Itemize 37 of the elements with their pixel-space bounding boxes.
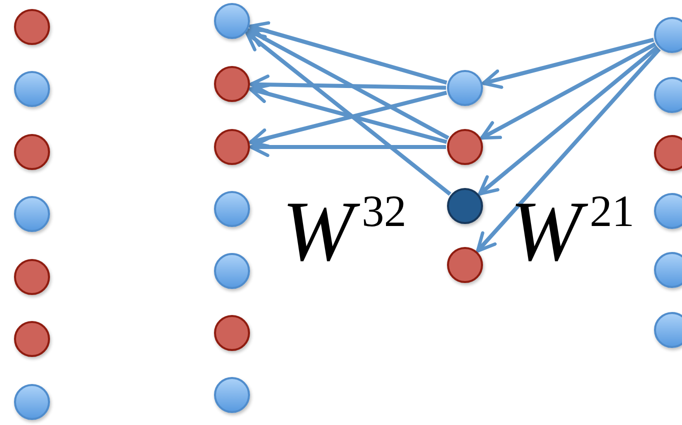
- neuron-circle: [654, 17, 682, 53]
- arrow: [248, 21, 448, 85]
- neuron-circle: [447, 70, 483, 106]
- arrow: [247, 28, 450, 140]
- arrow: [245, 31, 452, 196]
- neuron-circle: [14, 196, 50, 232]
- neuron-circle: [214, 377, 250, 413]
- neuron-circle: [654, 312, 682, 348]
- arrow: [249, 74, 446, 95]
- neuron-circle: [214, 129, 250, 165]
- neuron-circle: [14, 134, 50, 170]
- neuron-circle: [14, 384, 50, 420]
- neuron-circle: [214, 253, 250, 289]
- neuron-circle: [14, 71, 50, 107]
- arrow: [476, 48, 661, 253]
- neuron-circle: [214, 3, 250, 39]
- arrow: [249, 137, 446, 157]
- neuron-circle: [447, 129, 483, 165]
- neuron-circle: [654, 77, 682, 113]
- arrow: [478, 46, 659, 196]
- arrow: [248, 84, 448, 144]
- neuron-circle: [14, 9, 50, 45]
- neuron-circle: [447, 188, 483, 224]
- arrow: [248, 90, 448, 148]
- neuron-circle: [214, 315, 250, 351]
- arrow: [480, 42, 656, 140]
- neuron-circle: [654, 252, 682, 288]
- neuron-circle: [654, 193, 682, 229]
- neuron-circle: [14, 259, 50, 295]
- neuron-circle: [214, 66, 250, 102]
- neuron-circle: [214, 191, 250, 227]
- weight-label: W$^{21}$: [510, 188, 634, 274]
- neuron-circle: [447, 247, 483, 283]
- weight-label: W$^{32}$: [282, 188, 406, 274]
- arrow: [482, 38, 654, 89]
- neuron-circle: [654, 135, 682, 171]
- neuron-circle: [14, 321, 50, 357]
